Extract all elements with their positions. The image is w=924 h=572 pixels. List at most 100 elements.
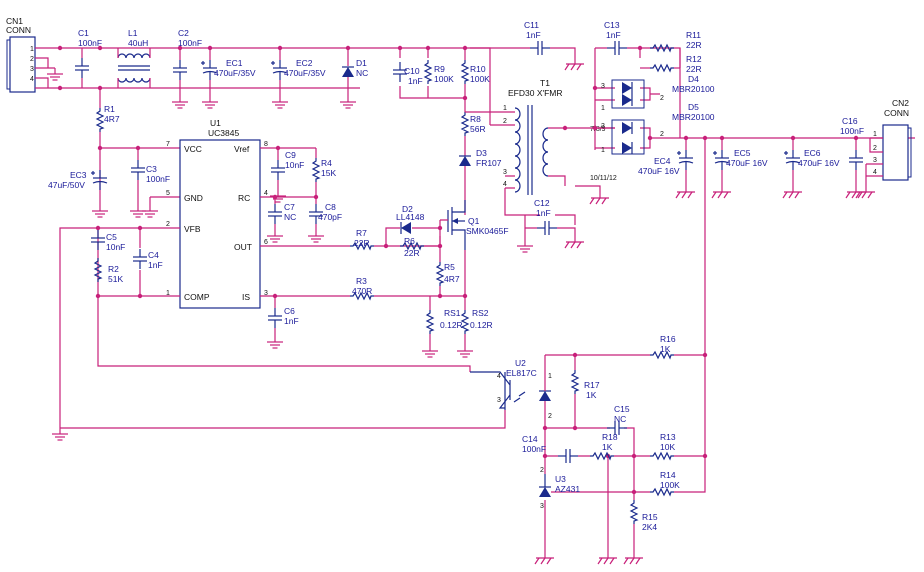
svg-text:10K: 10K [660,442,675,452]
svg-text:4: 4 [873,169,877,176]
svg-text:C11: C11 [524,20,539,30]
svg-text:2: 2 [660,95,664,102]
svg-text:100nF: 100nF [146,174,170,184]
svg-text:NC: NC [356,68,368,78]
svg-text:EL817C: EL817C [506,368,537,378]
capacitor-c10: C10 1nF [392,61,423,86]
svg-text:3: 3 [264,290,268,297]
svg-text:EC1: EC1 [226,58,243,68]
svg-text:22R: 22R [354,238,370,248]
svg-text:1nF: 1nF [284,316,299,326]
svg-text:R9: R9 [434,64,445,74]
svg-text:D3: D3 [476,148,487,158]
resistor-r8: R8 56R [461,111,486,156]
svg-text:4R7: 4R7 [444,274,460,284]
diode-d5: 3 1 2 D5 MBR20100 [601,102,715,155]
capacitor-c4: C4 1nF [132,248,163,270]
svg-text:RC: RC [238,193,250,203]
svg-text:47uF/50V: 47uF/50V [48,180,85,190]
svg-text:0.12R: 0.12R [470,320,493,330]
capacitor-ec5: EC5 470uF 16V [711,138,768,199]
capacitor-c11: C11 1nF [524,20,585,71]
mosfet-q1: Q1 SMK0465F [447,200,509,250]
cn1-pin4: 4 [30,76,34,83]
svg-text:8: 8 [264,141,268,148]
svg-text:EC4: EC4 [654,156,671,166]
svg-text:R2: R2 [108,264,119,274]
resistor-r2: R2 51K [94,257,123,284]
svg-text:SMK0465F: SMK0465F [466,226,509,236]
svg-text:GND: GND [184,193,203,203]
svg-text:CONN: CONN [884,108,909,118]
svg-text:100nF: 100nF [522,444,546,454]
svg-text:51K: 51K [108,274,123,284]
resistor-r18: R18 1K [589,432,618,460]
capacitor-c8: C8 470pF [307,202,342,243]
svg-text:U2: U2 [515,358,526,368]
resistor-r11: R11 22R [649,30,702,52]
diode-d4: 3 1 2 D4 MBR20100 [601,74,715,112]
capacitor-c2: C2 100nF [171,28,202,109]
capacitor-ec4: EC4 470uF 16V [638,138,696,199]
svg-text:EC2: EC2 [296,58,313,68]
svg-text:470R: 470R [352,286,372,296]
resistor-r10: R10 100K [461,48,490,112]
svg-text:22R: 22R [404,248,420,258]
resistor-r17: R17 1K [571,369,600,400]
resistor-r6: R6 22R [399,236,425,258]
svg-text:5: 5 [166,190,170,197]
cn1-ref: CN1 [6,16,23,26]
svg-text:100nF: 100nF [78,38,102,48]
svg-text:R12: R12 [686,54,702,64]
svg-text:MBR20100: MBR20100 [672,112,715,122]
svg-text:NC: NC [284,212,296,222]
svg-text:2: 2 [660,131,664,138]
svg-text:CN2: CN2 [892,98,909,108]
svg-text:R16: R16 [660,334,676,344]
connector-cn2: CN2 CONN 1 2 3 4 [873,98,912,181]
svg-text:6: 6 [264,239,268,246]
svg-text:470uF 16V: 470uF 16V [798,158,840,168]
resistor-r3: R3 470R [349,276,375,300]
transformer-t1: 1 2 3 4 T1 EFD30 X'FMR 7/8/9 10/11/12 [490,78,617,195]
capacitor-c1: C1 100nF [74,28,102,88]
svg-text:R8: R8 [470,114,481,124]
svg-text:R15: R15 [642,512,658,522]
connector-cn1: CN1 CONN 1 2 3 4 [6,16,36,93]
svg-text:2: 2 [548,413,552,420]
svg-text:1: 1 [503,105,507,112]
cn1-name: CONN [6,25,31,35]
resistor-rs2: RS2 0.12R [456,308,493,358]
resistor-r14: R14 100K [649,470,680,496]
optocoupler-u2: U2 EL817C 4 3 1 2 [470,355,552,428]
svg-text:1: 1 [548,373,552,380]
svg-text:EC3: EC3 [70,170,87,180]
resistor-r5: R5 4R7 [436,261,460,287]
svg-text:NC: NC [614,414,626,424]
capacitor-ec1: EC1 470uF/35V [200,48,256,109]
svg-text:OUT: OUT [234,242,252,252]
diode-d1: D1 NC [339,48,368,109]
capacitor-c6: C6 1nF [266,296,299,349]
capacitor-c7: C7 NC [266,202,296,243]
svg-text:U1: U1 [210,118,221,128]
svg-text:3: 3 [601,123,605,130]
svg-text:C4: C4 [148,250,159,260]
svg-text:R6: R6 [404,236,415,246]
inductor-l1: L1 40uH [117,28,151,88]
svg-text:470uF/35V: 470uF/35V [284,68,326,78]
svg-text:COMP: COMP [184,292,210,302]
controller-u1: U1 UC3845 VCC GND VFB COMP Vref RC OUT I… [166,118,268,309]
svg-text:EC6: EC6 [804,148,821,158]
svg-text:100K: 100K [660,480,680,490]
capacitor-ec2: EC2 470uF/35V [270,48,326,109]
svg-text:3: 3 [497,397,501,404]
svg-text:R3: R3 [356,276,367,286]
svg-text:4: 4 [497,373,501,380]
svg-text:L1: L1 [128,28,138,38]
svg-text:C8: C8 [325,202,336,212]
capacitor-ec6: EC6 470uF 16V [782,138,840,199]
capacitor-c15: C15 NC [606,404,630,436]
resistor-r16: R16 1K [649,334,676,359]
svg-text:R10: R10 [470,64,486,74]
